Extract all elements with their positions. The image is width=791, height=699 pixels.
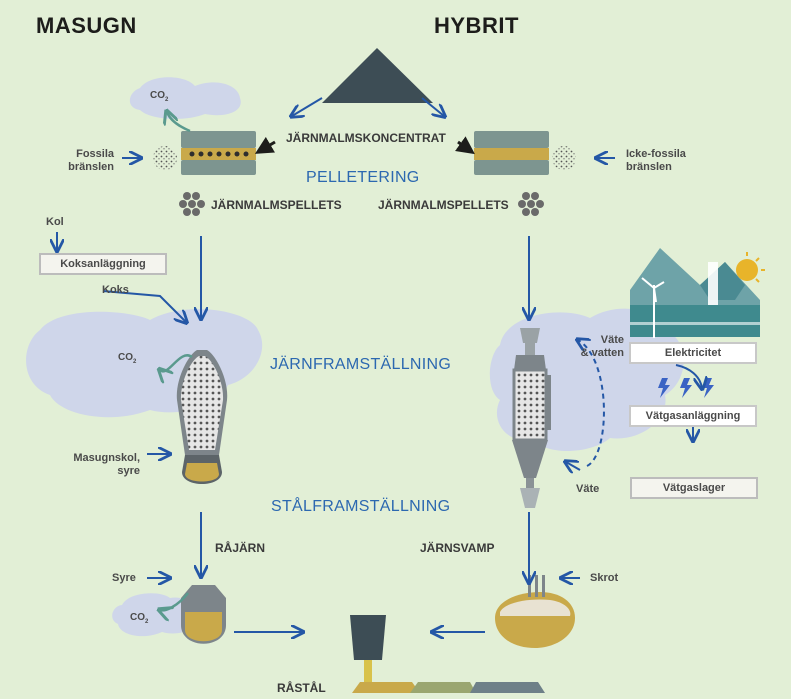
label-coal: Kol bbox=[46, 216, 64, 228]
label-hot-metal: RÅJÄRN bbox=[215, 541, 266, 555]
steel-ladle bbox=[350, 615, 386, 682]
ore-concentrate-pile bbox=[322, 48, 433, 103]
label-co2-furnace: CO2 bbox=[118, 352, 136, 365]
converter-left bbox=[181, 585, 226, 644]
label-crude-steel: RÅSTÅL bbox=[277, 681, 326, 695]
label-pellets-right: JÄRNMALMSPELLETS bbox=[378, 198, 509, 212]
co2-sub: 2 bbox=[133, 359, 137, 365]
lightning-icons bbox=[658, 378, 714, 398]
label-nonfossil-fuels-line1: Icke-fossila bbox=[626, 148, 686, 160]
co2-arrows bbox=[160, 112, 193, 610]
co2-main: CO bbox=[130, 612, 145, 623]
heading-hybrit: HYBRIT bbox=[434, 13, 519, 38]
co2-main: CO bbox=[150, 90, 165, 101]
box-hydrogen-storage: Vätgaslager bbox=[630, 477, 758, 499]
nonfossil-fuel-speckle bbox=[552, 146, 576, 170]
label-hydrogen-water: Väte & vatten bbox=[572, 334, 624, 360]
pellet-machine-right bbox=[474, 131, 549, 175]
label-co2-top: CO2 bbox=[150, 90, 168, 103]
label-blast-inputs: Masugnskol, syre bbox=[60, 452, 140, 478]
feed-arrow-right bbox=[455, 136, 475, 155]
pellets-left-icon bbox=[179, 192, 205, 216]
blast-furnace bbox=[176, 350, 228, 484]
label-blast-inputs-line1: Masugnskol, bbox=[73, 452, 140, 464]
label-nonfossil-fuels-line2: bränslen bbox=[626, 161, 672, 173]
label-fossil-fuels-line1: Fossila bbox=[76, 148, 114, 160]
cloud-co2-top bbox=[129, 77, 241, 119]
label-co2-converter: CO2 bbox=[130, 612, 148, 625]
label-hydrogen-water-line1: Väte bbox=[600, 334, 624, 346]
label-hydrogen: Väte bbox=[576, 483, 600, 495]
fossil-fuel-speckle bbox=[153, 146, 177, 170]
heading-masugn: MASUGN bbox=[36, 13, 137, 38]
renewable-energy-scene bbox=[630, 248, 765, 338]
pellet-machine-left bbox=[181, 131, 256, 175]
label-pellets-left: JÄRNMALMSPELLETS bbox=[211, 198, 342, 212]
label-blast-inputs-line2: syre bbox=[117, 465, 140, 477]
arc-furnace bbox=[495, 575, 575, 648]
label-fossil-fuels: Fossila bränslen bbox=[64, 148, 114, 174]
feed-arrow-left bbox=[254, 136, 276, 154]
co2-sub: 2 bbox=[145, 619, 149, 625]
label-sponge-iron: JÄRNSVAMP bbox=[420, 541, 495, 555]
label-coke: Koks bbox=[102, 284, 129, 296]
label-scrap: Skrot bbox=[590, 572, 619, 584]
stage-steelmaking: STÅLFRAMSTÄLLNING bbox=[271, 498, 451, 515]
label-oxygen: Syre bbox=[112, 572, 136, 584]
box-coke-plant: Koksanläggning bbox=[39, 253, 167, 275]
label-hydrogen-water-line2: & vatten bbox=[580, 347, 624, 359]
stage-pelletizing: PELLETERING bbox=[306, 169, 420, 186]
stage-ironmaking: JÄRNFRAMSTÄLLNING bbox=[270, 356, 452, 373]
label-nonfossil-fuels: Icke-fossila bränslen bbox=[626, 148, 686, 174]
pellets-right-icon bbox=[518, 192, 544, 216]
label-fossil-fuels-line2: bränslen bbox=[68, 161, 114, 173]
box-electricity: Elektricitet bbox=[629, 342, 757, 364]
flow-arrows bbox=[57, 97, 702, 632]
box-electrolyser: Vätgasanläggning bbox=[629, 405, 757, 427]
co2-sub: 2 bbox=[165, 97, 169, 103]
co2-main: CO bbox=[118, 352, 133, 363]
shaft-furnace bbox=[512, 328, 551, 508]
steel-slabs bbox=[352, 682, 545, 693]
label-ore-concentrate: JÄRNMALMSKONCENTRAT bbox=[286, 131, 446, 145]
